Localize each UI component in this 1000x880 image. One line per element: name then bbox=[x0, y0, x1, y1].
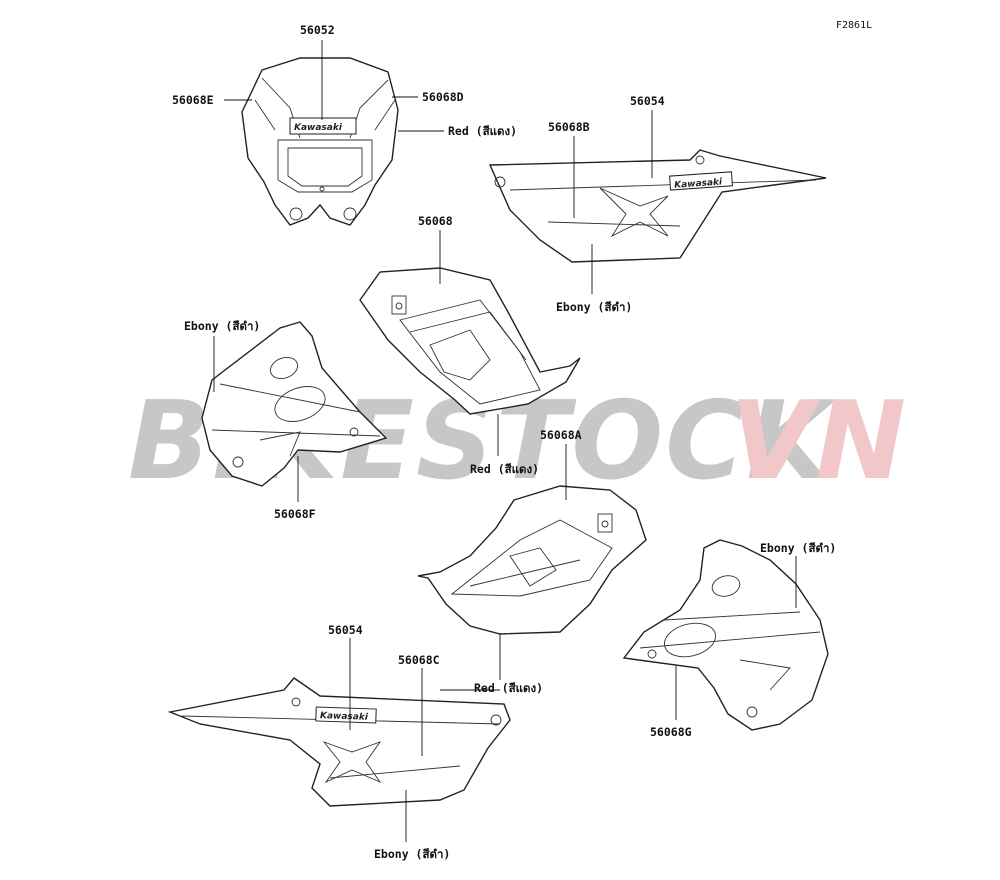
label-ebony-right: Ebony (สีดำ) bbox=[760, 541, 836, 555]
radiator-shroud-decal-56068G[interactable] bbox=[622, 539, 829, 731]
label-56068B: 56068B bbox=[548, 120, 590, 134]
label-56068C: 56068C bbox=[398, 653, 440, 667]
label-red-top: Red (สีแดง) bbox=[448, 124, 517, 138]
label-56068D: 56068D bbox=[422, 90, 464, 104]
label-56068: 56068 bbox=[418, 214, 453, 228]
side-cover-decal-56054-top[interactable]: Kawasaki bbox=[488, 149, 827, 263]
side-cover-decal-56054-bottom[interactable]: Kawasaki bbox=[167, 677, 511, 807]
label-56068A: 56068A bbox=[540, 428, 582, 442]
brand-logo: Kawasaki bbox=[320, 711, 369, 723]
shroud-decal-56068A[interactable] bbox=[417, 485, 647, 635]
label-56054-top: 56054 bbox=[630, 94, 665, 108]
label-56054-bottom: 56054 bbox=[328, 623, 363, 637]
label-56052: 56052 bbox=[300, 23, 335, 37]
part-labels: 56052 56068E 56068D Red (สีแดง) 56054 56… bbox=[172, 23, 836, 861]
label-ebony-left: Ebony (สีดำ) bbox=[184, 319, 260, 333]
brand-logo: Kawasaki bbox=[294, 123, 343, 133]
headlight-cowl-decal-56052[interactable]: Kawasaki bbox=[241, 57, 399, 226]
radiator-shroud-decal-56068F[interactable] bbox=[201, 321, 388, 487]
label-56068F: 56068F bbox=[274, 507, 316, 521]
diagram-code: F2861L bbox=[836, 20, 873, 31]
leader-lines bbox=[213, 40, 797, 842]
label-56068E: 56068E bbox=[172, 93, 214, 107]
label-ebony-top-right: Ebony (สีดำ) bbox=[556, 300, 632, 314]
watermark-right: VN bbox=[730, 379, 908, 504]
label-ebony-bottom: Ebony (สีดำ) bbox=[374, 847, 450, 861]
label-red-mid: Red (สีแดง) bbox=[470, 462, 539, 476]
label-red-bottom: Red (สีแดง) bbox=[474, 681, 543, 695]
brand-logo: Kawasaki bbox=[674, 177, 723, 190]
label-56068G: 56068G bbox=[650, 725, 692, 739]
shroud-decal-56068[interactable] bbox=[359, 267, 581, 415]
